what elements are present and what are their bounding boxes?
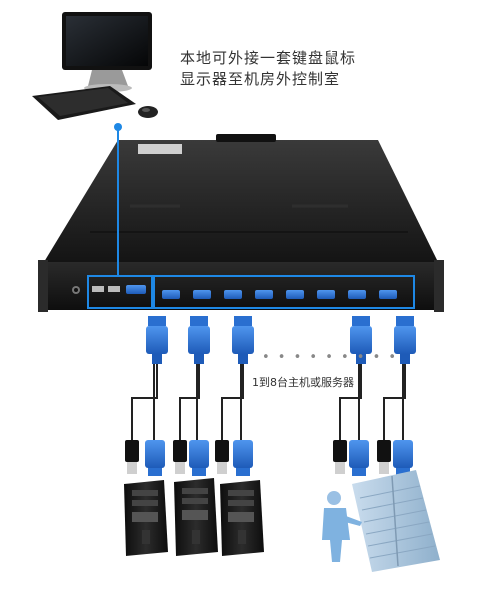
monitor-icon bbox=[62, 12, 152, 92]
vga-connector-icon bbox=[188, 316, 210, 364]
server-port-8-icon bbox=[379, 290, 397, 299]
server-port-group bbox=[153, 275, 415, 309]
server-port-5-icon bbox=[286, 290, 304, 299]
vga-connector-icon bbox=[393, 440, 413, 476]
vga-connector-icon bbox=[146, 316, 168, 364]
caption-line-1: 本地可外接一套键盘鼠标 bbox=[180, 49, 357, 67]
lower-connectors-group-3 bbox=[215, 440, 253, 476]
usb-connector-icon bbox=[333, 440, 347, 474]
vga-connector-icon bbox=[233, 440, 253, 476]
servers-label: 1到8台主机或服务器 bbox=[252, 376, 354, 389]
ellipsis-indicator: • • • • • • • • • bbox=[262, 350, 399, 365]
server-rack-icon bbox=[352, 470, 440, 572]
connection-point-icon bbox=[114, 123, 122, 131]
usb-connector-icon bbox=[215, 440, 229, 474]
usb-connector-icon bbox=[377, 440, 391, 474]
vga-connector-icon bbox=[394, 316, 416, 364]
server-port-7-icon bbox=[348, 290, 366, 299]
kvm-cables bbox=[131, 364, 406, 440]
usb-connector-icon bbox=[173, 440, 187, 474]
person-icon bbox=[322, 491, 362, 562]
server-port-3-icon bbox=[224, 290, 242, 299]
server-port-2-icon bbox=[193, 290, 211, 299]
vga-connector-icon bbox=[232, 316, 254, 364]
usb-connector-icon bbox=[125, 440, 139, 474]
lower-connectors-group-4 bbox=[333, 440, 369, 476]
usb-port-icon bbox=[108, 286, 120, 292]
tower-pc-icon bbox=[124, 480, 168, 556]
lower-connectors-group-5 bbox=[377, 440, 413, 476]
server-port-6-icon bbox=[317, 290, 335, 299]
tower-pc-icon bbox=[220, 480, 264, 556]
tower-pc-icon bbox=[174, 478, 218, 556]
vga-connector-icon bbox=[189, 440, 209, 476]
lower-connectors-group-1 bbox=[125, 440, 165, 476]
caption: 本地可外接一套键盘鼠标 显示器至机房外控制室 bbox=[180, 48, 356, 90]
kvm-switch-icon bbox=[38, 134, 444, 312]
server-port-1-icon bbox=[162, 290, 180, 299]
vga-connector-icon bbox=[349, 440, 369, 476]
mouse-icon bbox=[138, 106, 158, 118]
usb-port-icon bbox=[92, 286, 104, 292]
lower-connectors-group-2 bbox=[173, 440, 209, 476]
vga-port-icon bbox=[126, 285, 146, 294]
vga-connector-icon bbox=[350, 316, 372, 364]
caption-line-2: 显示器至机房外控制室 bbox=[180, 70, 341, 88]
upper-vga-connectors bbox=[146, 316, 416, 364]
server-port-4-icon bbox=[255, 290, 273, 299]
console-port-group bbox=[87, 275, 153, 309]
keyboard-icon bbox=[32, 86, 136, 120]
vga-connector-icon bbox=[145, 440, 165, 476]
